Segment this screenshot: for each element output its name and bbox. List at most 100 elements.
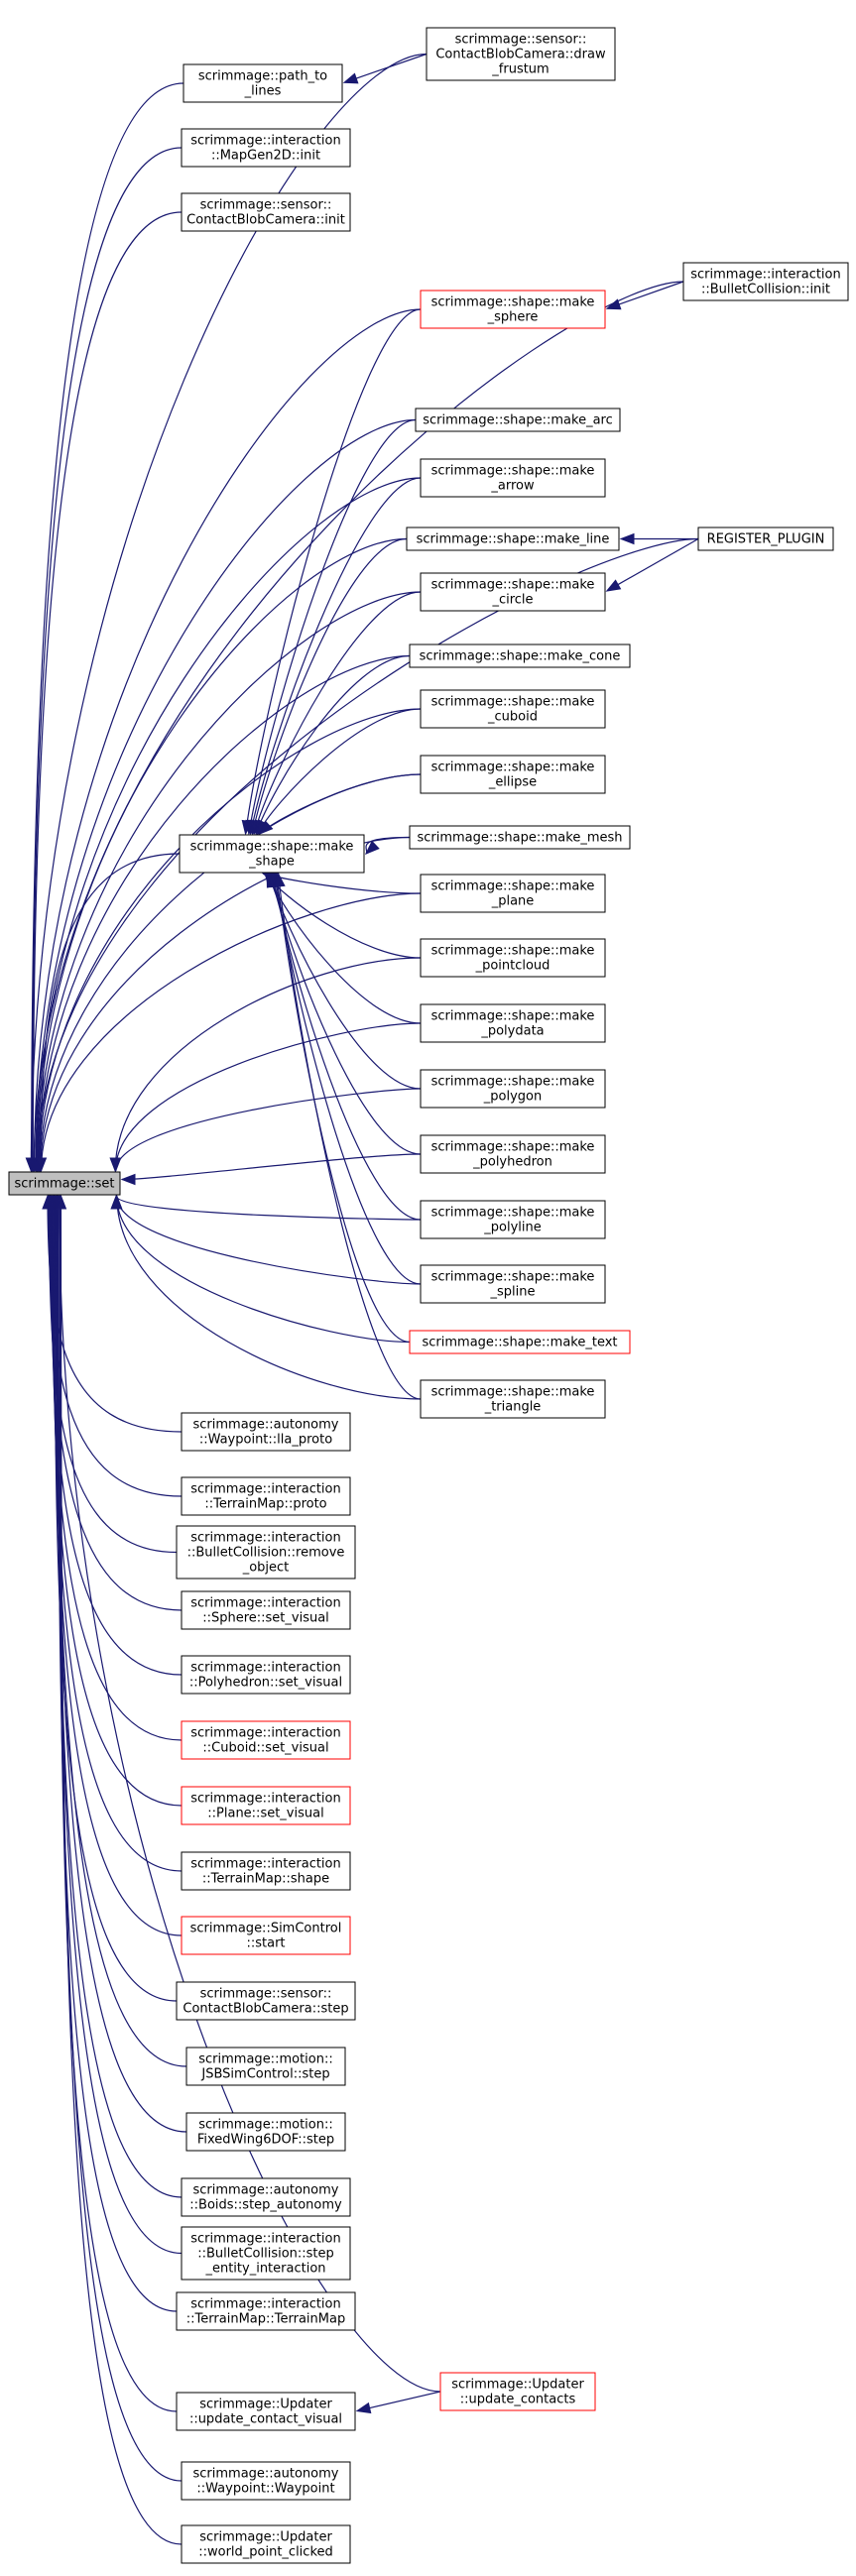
node-box (176, 1981, 356, 2021)
edge-make_circle-to-make_shape (253, 591, 422, 835)
node-simcontrol-start[interactable]: scrimmage::SimControl::start (181, 1916, 351, 1955)
node-label-line: scrimmage::sensor:: (200, 1987, 332, 2002)
node-make-line[interactable]: scrimmage::shape::make_line (406, 527, 620, 551)
node-make-ellipse[interactable]: scrimmage::shape::make_ellipse (420, 755, 606, 794)
edge-make_sphere-to-make_shape (244, 308, 422, 835)
node-make-cone[interactable]: scrimmage::shape::make_cone (409, 644, 631, 668)
node-label-line: scrimmage::shape::make (431, 464, 595, 479)
node-remove-object[interactable]: scrimmage::interaction::BulletCollision:… (176, 1525, 356, 1580)
node-polyhedron-set-visual[interactable]: scrimmage::interaction::Polyhedron::set_… (181, 1655, 351, 1695)
node-mapgen-init[interactable]: scrimmage::interaction::MapGen2D::init (181, 128, 351, 168)
node-set[interactable]: scrimmage::set (8, 1171, 121, 1196)
node-lla-proto[interactable]: scrimmage::autonomy::Waypoint::lla_proto (181, 1412, 351, 1452)
node-label-line: scrimmage::set (14, 1177, 114, 1192)
node-draw-frustum[interactable]: scrimmage::sensor::ContactBlobCamera::dr… (426, 27, 616, 81)
node-label-line: _shape (248, 855, 295, 870)
node-label-line: scrimmage::shape::make_cone (420, 649, 621, 664)
node-make-polydata[interactable]: scrimmage::shape::make_polydata (420, 1003, 606, 1043)
node-sphere-set-visual[interactable]: scrimmage::interaction::Sphere::set_visu… (181, 1590, 351, 1630)
node-make-triangle[interactable]: scrimmage::shape::make_triangle (420, 1379, 606, 1419)
edge-make_arrow-to-make_shape (250, 477, 422, 835)
node-make-arrow[interactable]: scrimmage::shape::make_arrow (420, 458, 606, 498)
node-make-plane[interactable]: scrimmage::shape::make_plane (420, 874, 606, 913)
node-box (409, 1330, 631, 1354)
node-label-line: scrimmage::shape::make_arc (423, 413, 613, 428)
edge-make_polyline-to-set (115, 1195, 422, 1221)
node-boids-step[interactable]: scrimmage::autonomy::Boids::step_autonom… (181, 2177, 351, 2217)
node-make-arc[interactable]: scrimmage::shape::make_arc (415, 408, 621, 432)
edge-path_to_lines-to-set (31, 82, 184, 1172)
node-label-line: scrimmage::interaction (190, 2297, 341, 2312)
node-label-line: ::update_contact_visual (189, 2412, 342, 2427)
node-make-mesh[interactable]: scrimmage::shape::make_mesh (409, 825, 631, 850)
node-register-plugin[interactable]: REGISTER_PLUGIN (697, 527, 834, 551)
node-label-line: _ellipse (488, 775, 537, 790)
node-label-line: scrimmage::interaction (190, 1857, 341, 1872)
node-box (420, 458, 606, 498)
node-path-to-lines[interactable]: scrimmage::path_to_lines (183, 63, 343, 103)
node-box (420, 1134, 606, 1174)
node-update-contacts[interactable]: scrimmage::Updater::update_contacts (439, 2372, 596, 2411)
node-make-text[interactable]: scrimmage::shape::make_text (409, 1330, 631, 1354)
node-label-line: scrimmage::shape::make (431, 1140, 595, 1155)
edge-make_circle-to-set (37, 591, 422, 1172)
node-label-line: ::BulletCollision::remove (187, 1546, 345, 1561)
node-label-line: _spline (490, 1285, 536, 1300)
edge-make_pointcloud-to-set (114, 957, 422, 1172)
node-bullet-step[interactable]: scrimmage::interaction::BulletCollision:… (181, 2226, 351, 2281)
edge-boids_step-to-set (56, 1195, 183, 2198)
edge-waypoint_ctor-to-set (60, 1195, 183, 2482)
node-label-line: ::Polyhedron::set_visual (189, 1676, 342, 1691)
edge-update_contacts-to-update_contact_visual-arrowhead (355, 2401, 372, 2414)
node-label-line: scrimmage::motion:: (198, 2052, 332, 2067)
node-terrain-shape[interactable]: scrimmage::interaction::TerrainMap::shap… (181, 1851, 351, 1891)
node-box (181, 2524, 351, 2564)
edge-make_mesh-to-make_shape-arrowhead (364, 840, 380, 855)
node-make-cuboid[interactable]: scrimmage::shape::make_cuboid (420, 689, 606, 729)
node-bullet-init[interactable]: scrimmage::interaction::BulletCollision:… (682, 262, 849, 301)
edge-cbc_init-to-set (32, 211, 183, 1172)
node-plane-set-visual[interactable]: scrimmage::interaction::Plane::set_visua… (181, 1786, 351, 1825)
node-box (185, 2112, 346, 2152)
node-make-polygon[interactable]: scrimmage::shape::make_polygon (420, 1069, 606, 1109)
node-jsbsim-step[interactable]: scrimmage::motion::JSBSimControl::step (185, 2047, 346, 2086)
node-update-contact-visual[interactable]: scrimmage::Updater::update_contact_visua… (176, 2392, 356, 2431)
node-cbc-init[interactable]: scrimmage::sensor::ContactBlobCamera::in… (181, 192, 351, 232)
edge-terrainmap_ctor-to-set (58, 1195, 178, 2312)
node-make-pointcloud[interactable]: scrimmage::shape::make_pointcloud (420, 938, 606, 978)
edge-make_polyhedron-to-make_shape (270, 873, 422, 1155)
node-label-line: scrimmage::shape::make (431, 578, 595, 593)
node-terrainmap-ctor[interactable]: scrimmage::interaction::TerrainMap::Terr… (176, 2291, 356, 2331)
node-box (420, 1069, 606, 1109)
node-waypoint-ctor[interactable]: scrimmage::autonomy::Waypoint::Waypoint (181, 2461, 351, 2501)
node-make-polyline[interactable]: scrimmage::shape::make_polyline (420, 1200, 606, 1239)
node-label-line: scrimmage::shape::make (431, 1075, 595, 1090)
node-label-line: scrimmage::path_to (198, 69, 327, 84)
node-cbc-step[interactable]: scrimmage::sensor::ContactBlobCamera::st… (176, 1981, 356, 2021)
node-cuboid-set-visual[interactable]: scrimmage::interaction::Cuboid::set_visu… (181, 1720, 351, 1760)
node-label-line: ::Waypoint::Waypoint (196, 2482, 334, 2497)
node-box (420, 1003, 606, 1043)
node-make-spline[interactable]: scrimmage::shape::make_spline (420, 1264, 606, 1304)
node-make-polyhedron[interactable]: scrimmage::shape::make_polyhedron (420, 1134, 606, 1174)
node-fixedwing-step[interactable]: scrimmage::motion::FixedWing6DOF::step (185, 2112, 346, 2152)
edge-make_arc-to-set (35, 418, 417, 1172)
node-label-line: ::Sphere::set_visual (202, 1611, 329, 1626)
node-label-line: scrimmage::shape::make_line (417, 532, 610, 547)
node-world-point-clicked[interactable]: scrimmage::Updater::world_point_clicked (181, 2524, 351, 2564)
node-label-line: _polyline (483, 1221, 541, 1235)
node-make-sphere[interactable]: scrimmage::shape::make_sphere (420, 290, 606, 329)
node-make-circle[interactable]: scrimmage::shape::make_circle (420, 572, 606, 612)
edge-make_ellipse-to-make_shape (259, 773, 422, 835)
node-label-line: ::start (246, 1936, 285, 1951)
edge-make_line-to-make_shape (251, 537, 408, 835)
edge-make_line-to-set (36, 537, 408, 1172)
node-label-line: scrimmage::interaction (190, 1482, 341, 1497)
edge-make_triangle-to-make_shape (277, 873, 422, 1400)
edge-make_polygon-to-set-arrowhead (109, 1157, 122, 1173)
node-label-line: scrimmage::shape::make (431, 695, 595, 710)
node-terrain-proto[interactable]: scrimmage::interaction::TerrainMap::prot… (181, 1476, 351, 1516)
edge-terrain_shape-to-set (52, 1195, 183, 1872)
edge-plane_set_visual-to-set (51, 1195, 183, 1807)
node-make-shape[interactable]: scrimmage::shape::make_shape (179, 834, 365, 874)
